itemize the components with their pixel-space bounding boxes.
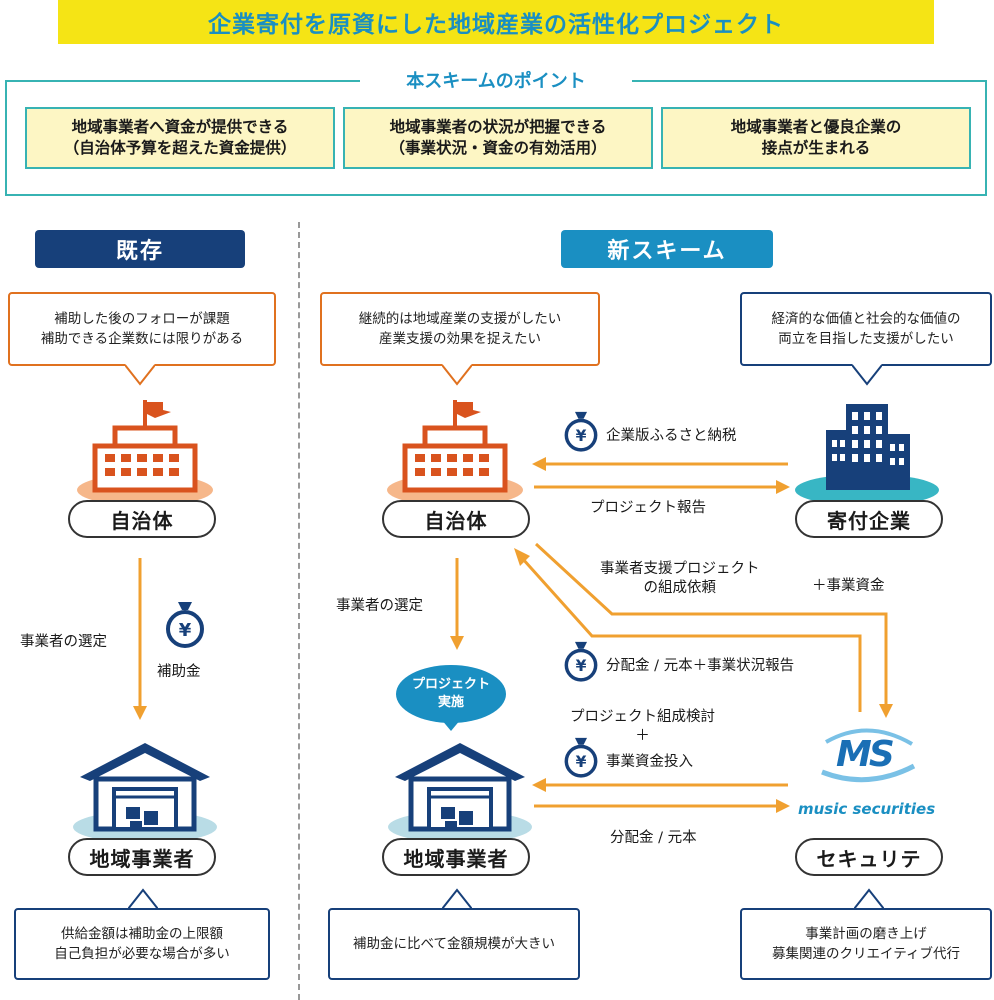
point-box-1: 地域事業者へ資金が提供できる （自治体予算を超えた資金提供） — [25, 107, 335, 169]
securities-bubble: 事業計画の磨き上げ 募集関連のクリエイティブ代行 — [740, 908, 992, 980]
existing-subsidy-label: 補助金 — [157, 664, 201, 680]
new-municipality-bubble: 継続的は地域産業の支援がしたい 産業支援の効果を捉えたい — [320, 292, 600, 366]
flag-icon — [455, 402, 481, 418]
existing-bottom-bubble: 供給金額は補助金の上限額 自己負担が必要な場合が多い — [14, 908, 270, 980]
existing-select-arrow — [133, 558, 147, 720]
point-box-2: 地域事業者の状況が把握できる （事業状況・資金の有効活用） — [343, 107, 653, 169]
new-company-bubble: 経済的な価値と社会的な価値の 両立を目指した支援がしたい — [740, 292, 992, 366]
bubble-tail — [442, 364, 472, 386]
diagonal-flow-arrows — [514, 542, 893, 718]
bubble-tail — [852, 364, 882, 386]
new-select-arrow — [450, 558, 464, 650]
distribution-report-label: 分配金 / 元本＋事業状況報告 — [606, 658, 795, 674]
new-business-bubble: 補助金に比べて金額規模が大きい — [328, 908, 580, 980]
funds-label: ＋事業資金 — [812, 578, 885, 594]
ms-mark: MS — [836, 734, 895, 775]
flag-icon — [145, 402, 171, 418]
page-title: 企業寄付を原資にした地域産業の活性化プロジェクト — [58, 0, 934, 44]
new-scheme-badge: 新スキーム — [561, 230, 773, 268]
project-review-label: プロジェクト組成検討 ＋ — [570, 709, 715, 744]
point-box-3: 地域事業者と優良企業の 接点が生まれる — [661, 107, 971, 169]
bubble-tail — [854, 888, 884, 910]
bubble-tail — [441, 719, 461, 731]
building-icon — [387, 400, 523, 506]
new-select-label: 事業者の選定 — [336, 598, 423, 614]
bubble-tail — [128, 888, 158, 910]
money-bag-icon: ¥ — [166, 602, 204, 648]
existing-badge: 既存 — [35, 230, 245, 268]
points-heading: 本スキームのポイント — [360, 66, 632, 94]
bubble-tail — [125, 364, 155, 386]
building-icon — [77, 400, 213, 506]
money-bag-icon: ¥ — [564, 737, 598, 778]
investment-label: 事業資金投入 — [606, 754, 693, 770]
warehouse-icon — [73, 743, 217, 843]
section-divider — [298, 222, 300, 1000]
money-bag-icon: ¥ — [564, 641, 598, 682]
svg-text:¥: ¥ — [576, 657, 587, 675]
music-securities-logo — [821, 728, 916, 783]
warehouse-icon — [388, 743, 532, 843]
tax-label: 企業版ふるさと納税 — [606, 428, 737, 444]
flow-arrows — [532, 778, 790, 813]
company-pill: 寄付企業 — [795, 500, 943, 538]
svg-text:¥: ¥ — [179, 620, 192, 641]
securities-pill: セキュリテ — [795, 838, 943, 876]
new-municipality-pill: 自治体 — [382, 500, 530, 538]
money-bag-icon: ¥ — [564, 411, 598, 452]
flow-arrows — [532, 457, 790, 494]
ms-brand: music securities — [798, 800, 936, 818]
svg-text:¥: ¥ — [576, 753, 587, 771]
bubble-tail — [442, 888, 472, 910]
request-label: 事業者支援プロジェクト の組成依頼 — [600, 561, 760, 596]
report-label: プロジェクト報告 — [590, 500, 706, 516]
project-bubble: プロジェクト 実施 — [396, 665, 506, 723]
office-tower-icon — [795, 404, 939, 506]
existing-business-pill: 地域事業者 — [68, 838, 216, 876]
svg-text:¥: ¥ — [576, 427, 587, 445]
distribution-label: 分配金 / 元本 — [610, 830, 697, 846]
new-business-pill: 地域事業者 — [382, 838, 530, 876]
existing-top-bubble: 補助した後のフォローが課題 補助できる企業数には限りがある — [8, 292, 276, 366]
existing-select-label: 事業者の選定 — [20, 634, 107, 650]
existing-municipality-pill: 自治体 — [68, 500, 216, 538]
